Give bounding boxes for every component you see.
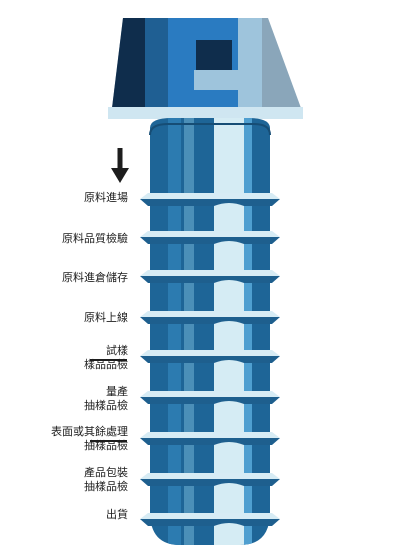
step-label-line: 表面或其餘處理 bbox=[51, 425, 128, 438]
step-label: 量產抽樣品檢 bbox=[0, 385, 128, 413]
thread-bulge bbox=[214, 241, 244, 244]
thread-bottom bbox=[140, 237, 280, 244]
step-label: 原料品質檢驗 bbox=[0, 232, 128, 246]
step-label: 產品包裝抽樣品檢 bbox=[0, 466, 128, 494]
thread-bottom bbox=[140, 519, 280, 526]
thread-bulge bbox=[214, 442, 244, 445]
thread-top bbox=[140, 270, 280, 276]
thread-bottom bbox=[140, 199, 280, 206]
step-label: 表面或其餘處理抽樣品檢 bbox=[0, 425, 128, 453]
step-label-line: 產品包裝 bbox=[84, 466, 128, 479]
step-tick-line bbox=[90, 359, 127, 361]
step-label-line: 樣品品檢 bbox=[84, 358, 128, 371]
thread-bulge bbox=[214, 280, 244, 283]
step-tick-line bbox=[90, 440, 127, 442]
thread-top bbox=[140, 473, 280, 479]
step-label-line: 原料進場 bbox=[84, 191, 128, 204]
thread-bulge bbox=[214, 401, 244, 404]
step-label-line: 抽樣品檢 bbox=[84, 439, 128, 452]
step-label-line: 量產 bbox=[106, 385, 128, 398]
step-label: 出貨 bbox=[0, 508, 128, 522]
thread-top bbox=[140, 391, 280, 397]
step-label-line: 抽樣品檢 bbox=[84, 480, 128, 493]
thread-bottom bbox=[140, 317, 280, 324]
thread-top bbox=[140, 193, 280, 199]
step-label-line: 原料品質檢驗 bbox=[62, 232, 128, 245]
step-label-line: 試樣 bbox=[106, 344, 128, 357]
step-label: 原料進場 bbox=[0, 191, 128, 205]
step-label: 原料進倉儲存 bbox=[0, 271, 128, 285]
thread-bulge bbox=[214, 360, 244, 363]
thread-bulge bbox=[214, 483, 244, 486]
thread-top bbox=[140, 432, 280, 438]
thread-top bbox=[140, 231, 280, 237]
thread-bottom bbox=[140, 276, 280, 283]
screw-head bbox=[112, 18, 301, 108]
step-label-line: 原料進倉儲存 bbox=[62, 271, 128, 284]
thread-bulge bbox=[214, 523, 244, 526]
step-label-line: 抽樣品檢 bbox=[84, 399, 128, 412]
thread-top bbox=[140, 513, 280, 519]
step-label-line: 原料上線 bbox=[84, 311, 128, 324]
step-label: 試樣樣品品檢 bbox=[0, 344, 128, 372]
thread-top bbox=[140, 311, 280, 317]
down-arrow-icon bbox=[111, 148, 129, 183]
step-label-line: 出貨 bbox=[106, 508, 128, 521]
thread-bulge bbox=[214, 321, 244, 324]
thread-bottom bbox=[140, 479, 280, 486]
thread-bottom bbox=[140, 397, 280, 404]
thread-bottom bbox=[140, 438, 280, 445]
thread-bulge bbox=[214, 203, 244, 206]
thread-top bbox=[140, 350, 280, 356]
thread-bottom bbox=[140, 356, 280, 363]
step-label: 原料上線 bbox=[0, 311, 128, 325]
